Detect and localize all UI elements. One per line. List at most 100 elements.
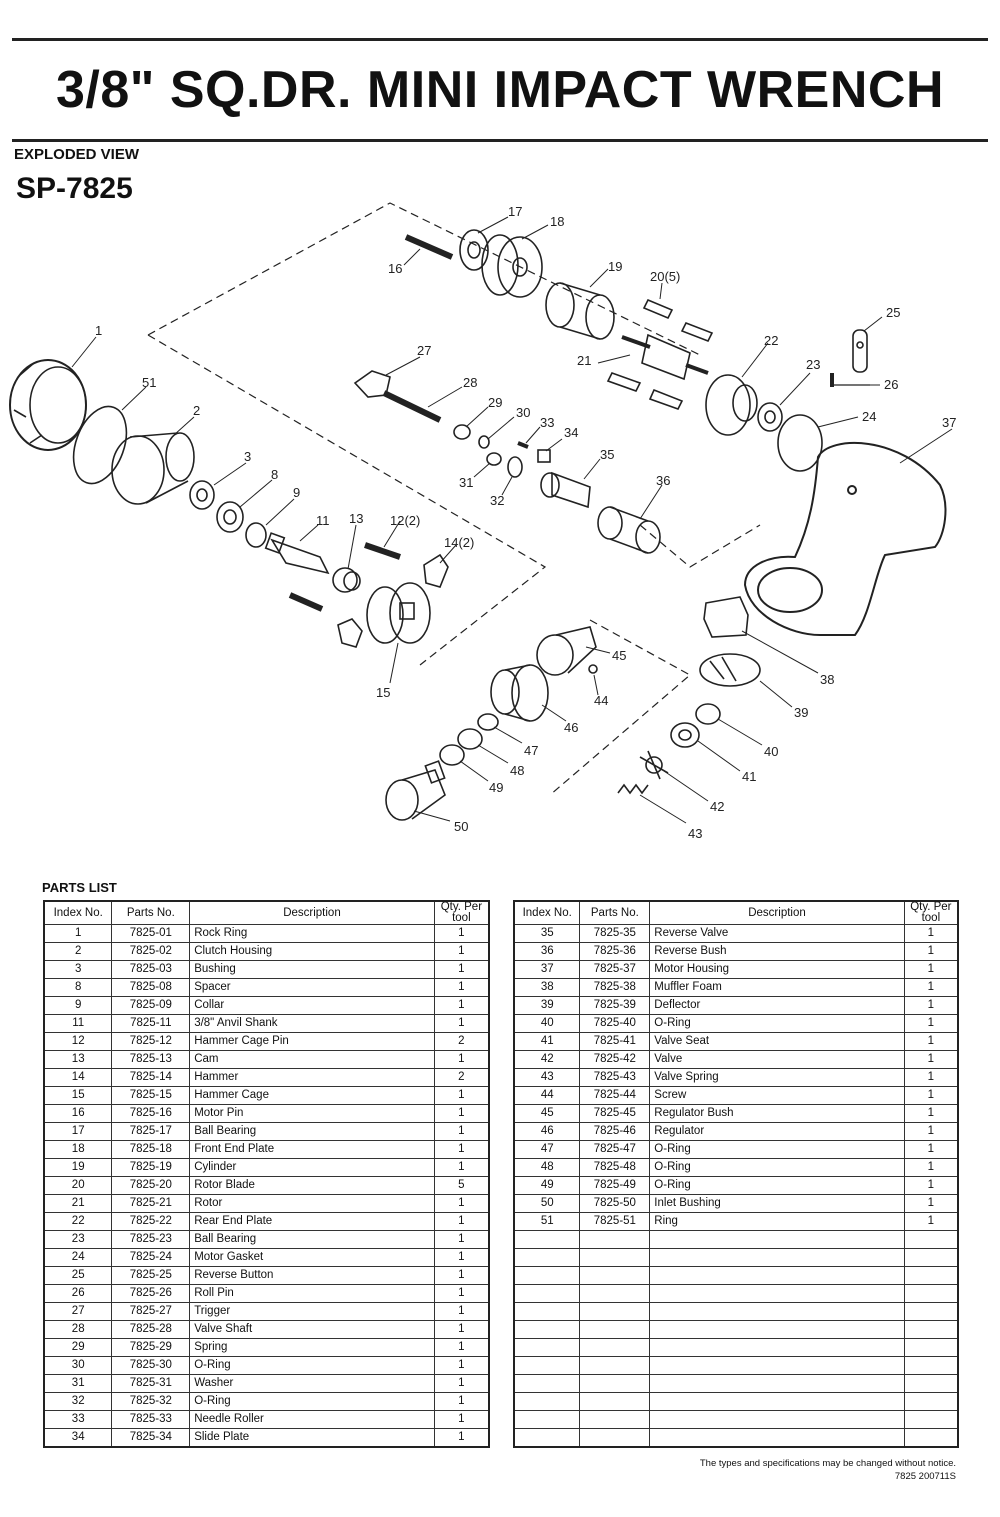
cell-qty: 1 bbox=[903, 1212, 959, 1231]
cell-description: Regulator bbox=[649, 1122, 905, 1141]
callout-33: 33 bbox=[540, 415, 554, 430]
cell-qty: 1 bbox=[903, 1140, 959, 1159]
cell-description bbox=[649, 1356, 905, 1375]
part-ball-bearing bbox=[757, 402, 783, 432]
cell-part-no: 7825-50 bbox=[579, 1194, 651, 1213]
table-row bbox=[513, 1428, 959, 1448]
assembly-guide-line bbox=[639, 524, 761, 568]
page-title: 3/8" SQ.DR. MINI IMPACT WRENCH bbox=[55, 61, 945, 119]
table-row bbox=[513, 1302, 959, 1321]
cell-index: 2 bbox=[43, 942, 113, 961]
table-row bbox=[513, 1266, 959, 1285]
cell-index: 19 bbox=[43, 1158, 113, 1177]
cell-part-no: 7825-38 bbox=[579, 978, 651, 997]
cell-qty: 1 bbox=[433, 924, 490, 943]
callout-34: 34 bbox=[564, 425, 578, 440]
cell-qty bbox=[903, 1266, 959, 1285]
cell-description: Reverse Button bbox=[189, 1266, 435, 1285]
cell-part-no: 7825-22 bbox=[111, 1212, 191, 1231]
part-anvil-shank bbox=[264, 532, 330, 575]
cell-index: 15 bbox=[43, 1086, 113, 1105]
cell-part-no bbox=[579, 1338, 651, 1357]
cell-description: O-Ring bbox=[649, 1158, 905, 1177]
table-row bbox=[513, 1392, 959, 1411]
cell-description: Valve Shaft bbox=[189, 1320, 435, 1339]
cell-description: Ring bbox=[649, 1212, 905, 1231]
cell-index: 42 bbox=[513, 1050, 581, 1069]
cell-qty: 1 bbox=[903, 996, 959, 1015]
cell-part-no: 7825-51 bbox=[579, 1212, 651, 1231]
table-row bbox=[513, 1338, 959, 1357]
cell-index: 45 bbox=[513, 1104, 581, 1123]
callout-50: 50 bbox=[454, 819, 468, 834]
cell-description: Slide Plate bbox=[189, 1428, 435, 1448]
cell-index bbox=[513, 1410, 581, 1429]
cell-index bbox=[513, 1284, 581, 1303]
cell-index: 12 bbox=[43, 1032, 113, 1051]
cell-qty: 1 bbox=[433, 1212, 490, 1231]
cell-part-no: 7825-42 bbox=[579, 1050, 651, 1069]
cell-description: Inlet Bushing bbox=[649, 1194, 905, 1213]
cell-qty: 1 bbox=[433, 978, 490, 997]
cell-description: Valve bbox=[649, 1050, 905, 1069]
cell-qty bbox=[903, 1338, 959, 1357]
callout-29: 29 bbox=[488, 395, 502, 410]
cell-description: Motor Housing bbox=[649, 960, 905, 979]
assembly-guide-line bbox=[147, 202, 701, 356]
cell-description bbox=[649, 1392, 905, 1411]
cell-description: O-Ring bbox=[649, 1176, 905, 1195]
cell-index bbox=[513, 1266, 581, 1285]
cell-qty bbox=[903, 1356, 959, 1375]
cell-part-no: 7825-09 bbox=[111, 996, 191, 1015]
cell-description bbox=[649, 1302, 905, 1321]
cell-description: Collar bbox=[189, 996, 435, 1015]
part-rotor-blade bbox=[642, 298, 674, 320]
cell-part-no: 7825-23 bbox=[111, 1230, 191, 1249]
cell-part-no bbox=[579, 1410, 651, 1429]
cell-qty: 5 bbox=[433, 1176, 490, 1195]
cell-description bbox=[649, 1428, 905, 1448]
cell-qty bbox=[903, 1284, 959, 1303]
cell-index: 22 bbox=[43, 1212, 113, 1231]
callout-32: 32 bbox=[490, 493, 504, 508]
cell-qty: 1 bbox=[433, 1104, 490, 1123]
column-header-part-no: Parts No. bbox=[579, 900, 651, 925]
table-row bbox=[513, 1374, 959, 1393]
part-regulator bbox=[490, 664, 549, 722]
callout-21: 21 bbox=[577, 353, 591, 368]
parts-table-right: Index No. Parts No. Description Qty. Per… bbox=[513, 900, 959, 1448]
cell-index bbox=[513, 1428, 581, 1448]
part-o-ring bbox=[695, 703, 721, 725]
cell-description bbox=[649, 1410, 905, 1429]
footer-code: 7825 200711S bbox=[894, 1471, 956, 1482]
callout-18: 18 bbox=[550, 214, 564, 229]
cell-description: Spring bbox=[189, 1338, 435, 1357]
cell-qty: 1 bbox=[903, 924, 959, 943]
cell-part-no: 7825-46 bbox=[579, 1122, 651, 1141]
callout-20: 20(5) bbox=[650, 269, 680, 284]
cell-part-no: 7825-27 bbox=[111, 1302, 191, 1321]
section-heading: EXPLODED VIEW bbox=[14, 146, 140, 163]
part-reverse-bush bbox=[597, 506, 661, 554]
part-spacer bbox=[223, 509, 237, 525]
part-washer bbox=[486, 452, 502, 466]
cell-qty: 1 bbox=[433, 1302, 490, 1321]
part-o-ring bbox=[507, 456, 523, 478]
cell-index bbox=[513, 1356, 581, 1375]
cell-qty: 1 bbox=[433, 1122, 490, 1141]
